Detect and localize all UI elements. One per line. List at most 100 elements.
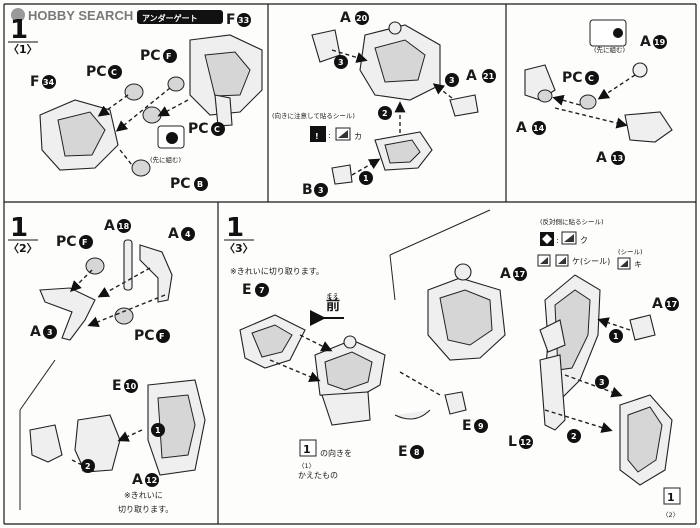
- part-a19: A: [640, 34, 651, 50]
- part-b3: B: [302, 182, 313, 198]
- part-a13: A: [596, 150, 607, 166]
- svg-text::: :: [328, 131, 331, 140]
- arrow-step-1-p2: 1: [155, 426, 161, 435]
- ref-caption-1: の向きを: [320, 448, 352, 458]
- svg-text:12: 12: [520, 438, 531, 447]
- note-first-assemble-right: (先に組む): [594, 45, 625, 54]
- note-cut-2: 切り取ります。: [118, 505, 173, 514]
- svg-text:18: 18: [118, 222, 130, 231]
- sticker-kana: カ: [354, 132, 362, 141]
- kana-ku: ク: [580, 236, 588, 245]
- svg-text:C: C: [111, 68, 117, 77]
- step-number-3: 1: [226, 213, 244, 243]
- part-a17-right: A: [652, 296, 663, 312]
- part-pc-f-1: PC: [140, 48, 161, 64]
- arrow-step-2: 2: [382, 109, 388, 118]
- substep-label-3: 〈3〉: [224, 242, 254, 255]
- arrow-step-3-p3: 3: [599, 378, 605, 387]
- watermark: HOBBY SEARCH: [11, 8, 133, 23]
- part-f34: F: [30, 74, 40, 90]
- svg-text:まえ: まえ: [326, 292, 339, 300]
- panel-1-1: 1 〈1〉 アンダーゲート F 33 F 34 PC C PC F PC C (…: [8, 10, 263, 192]
- step-number: 1: [10, 15, 28, 45]
- ref-caption-2: かえたもの: [298, 471, 338, 480]
- svg-text:20: 20: [356, 14, 368, 23]
- svg-text:C: C: [588, 74, 594, 83]
- svg-text:10: 10: [125, 382, 137, 391]
- svg-text:21: 21: [483, 72, 495, 81]
- svg-text:17: 17: [666, 300, 677, 309]
- svg-text:F: F: [82, 238, 87, 247]
- arrow-step-3a: 3: [338, 58, 344, 67]
- part-pc-b: PC: [170, 176, 191, 192]
- arrow-step-1: 1: [363, 174, 369, 183]
- svg-text:4: 4: [185, 230, 191, 239]
- svg-text:F: F: [166, 52, 171, 61]
- svg-text:9: 9: [478, 422, 484, 431]
- watermark-text: HOBBY SEARCH: [28, 8, 133, 23]
- note-first-assemble: (先に組む): [150, 155, 181, 164]
- part-e8: E: [398, 444, 408, 460]
- svg-text:8: 8: [414, 448, 420, 457]
- part-a14: A: [516, 120, 527, 136]
- part-a18: A: [104, 218, 115, 234]
- svg-text:33: 33: [238, 16, 249, 25]
- ref-box-top: 1: [303, 443, 311, 456]
- svg-text:12: 12: [146, 476, 157, 485]
- svg-text:3: 3: [318, 186, 324, 195]
- substep-label-2: 〈2〉: [8, 242, 38, 255]
- corner-ref-bottom: 〈2〉: [662, 511, 679, 519]
- panel-1-middle: A 20 A 21 3 3 2 (向きに注意して貼るシール) ! : カ B 3: [272, 10, 496, 198]
- part-a20: A: [340, 10, 351, 26]
- svg-text:17: 17: [514, 270, 525, 279]
- part-a21: A: [466, 68, 477, 84]
- arrow-step-2-p2: 2: [85, 462, 91, 471]
- svg-text:34: 34: [43, 78, 55, 87]
- part-e7: E: [242, 282, 252, 298]
- part-pc-f-bottom: PC: [134, 328, 155, 344]
- part-pc-c-2: PC: [188, 121, 209, 137]
- under-gate-label: アンダーゲート: [142, 13, 198, 23]
- svg-text:7: 7: [259, 286, 265, 295]
- svg-text:F: F: [159, 332, 164, 341]
- svg-text:3: 3: [47, 328, 53, 337]
- part-a12: A: [132, 472, 143, 488]
- panel-borders: [3, 3, 697, 525]
- panel-1-2: 1 〈2〉 PC F A 18 A 4 A 3 PC F E 10: [8, 213, 206, 514]
- warning-icon: [310, 126, 326, 142]
- ref-box-bottom: 〈1〉: [298, 462, 315, 470]
- svg-text:19: 19: [654, 38, 666, 47]
- part-pc-f-top: PC: [56, 234, 77, 250]
- svg-text:C: C: [214, 125, 220, 134]
- note-cut-panel3: ※きれいに切り取ります。: [230, 267, 324, 276]
- arrow-step-2-p3: 2: [571, 432, 577, 441]
- sticker-note: (向きに注意して貼るシール): [272, 111, 355, 120]
- sticker-opposite: (反対側に貼るシール): [540, 217, 604, 226]
- panel-1-right: (先に組む) A 19 PC C A 14 A 13: [516, 19, 673, 166]
- part-f33: F: [226, 12, 236, 28]
- arrow-step-1-p3: 1: [613, 332, 619, 341]
- part-e9: E: [462, 418, 472, 434]
- part-pc-c: PC: [562, 70, 583, 86]
- part-a17-left: A: [500, 266, 511, 282]
- svg-text:B: B: [197, 180, 203, 189]
- svg-text:14: 14: [533, 124, 545, 133]
- arrow-step-3b: 3: [449, 76, 455, 85]
- svg-text::: :: [556, 236, 559, 245]
- panel-1-3: 1 〈3〉 ※きれいに切り取ります。 E 7 まえ 前 E 8 E 9 1 〈1…: [224, 209, 681, 519]
- note-cut-1: ※きれいに: [124, 491, 163, 500]
- kana-ki-note: (シール): [618, 248, 643, 256]
- front-label: 前: [326, 297, 340, 314]
- corner-ref-top: 1: [667, 491, 675, 504]
- svg-text:13: 13: [612, 154, 623, 163]
- step-number-2: 1: [10, 213, 28, 243]
- part-pc-c-1: PC: [86, 64, 107, 80]
- part-l12: L: [508, 434, 517, 450]
- part-a4: A: [168, 226, 179, 242]
- svg-text:!: !: [315, 132, 319, 141]
- part-e10: E: [112, 378, 122, 394]
- under-gate-badge: [137, 10, 223, 24]
- substep-label: 〈1〉: [8, 43, 38, 56]
